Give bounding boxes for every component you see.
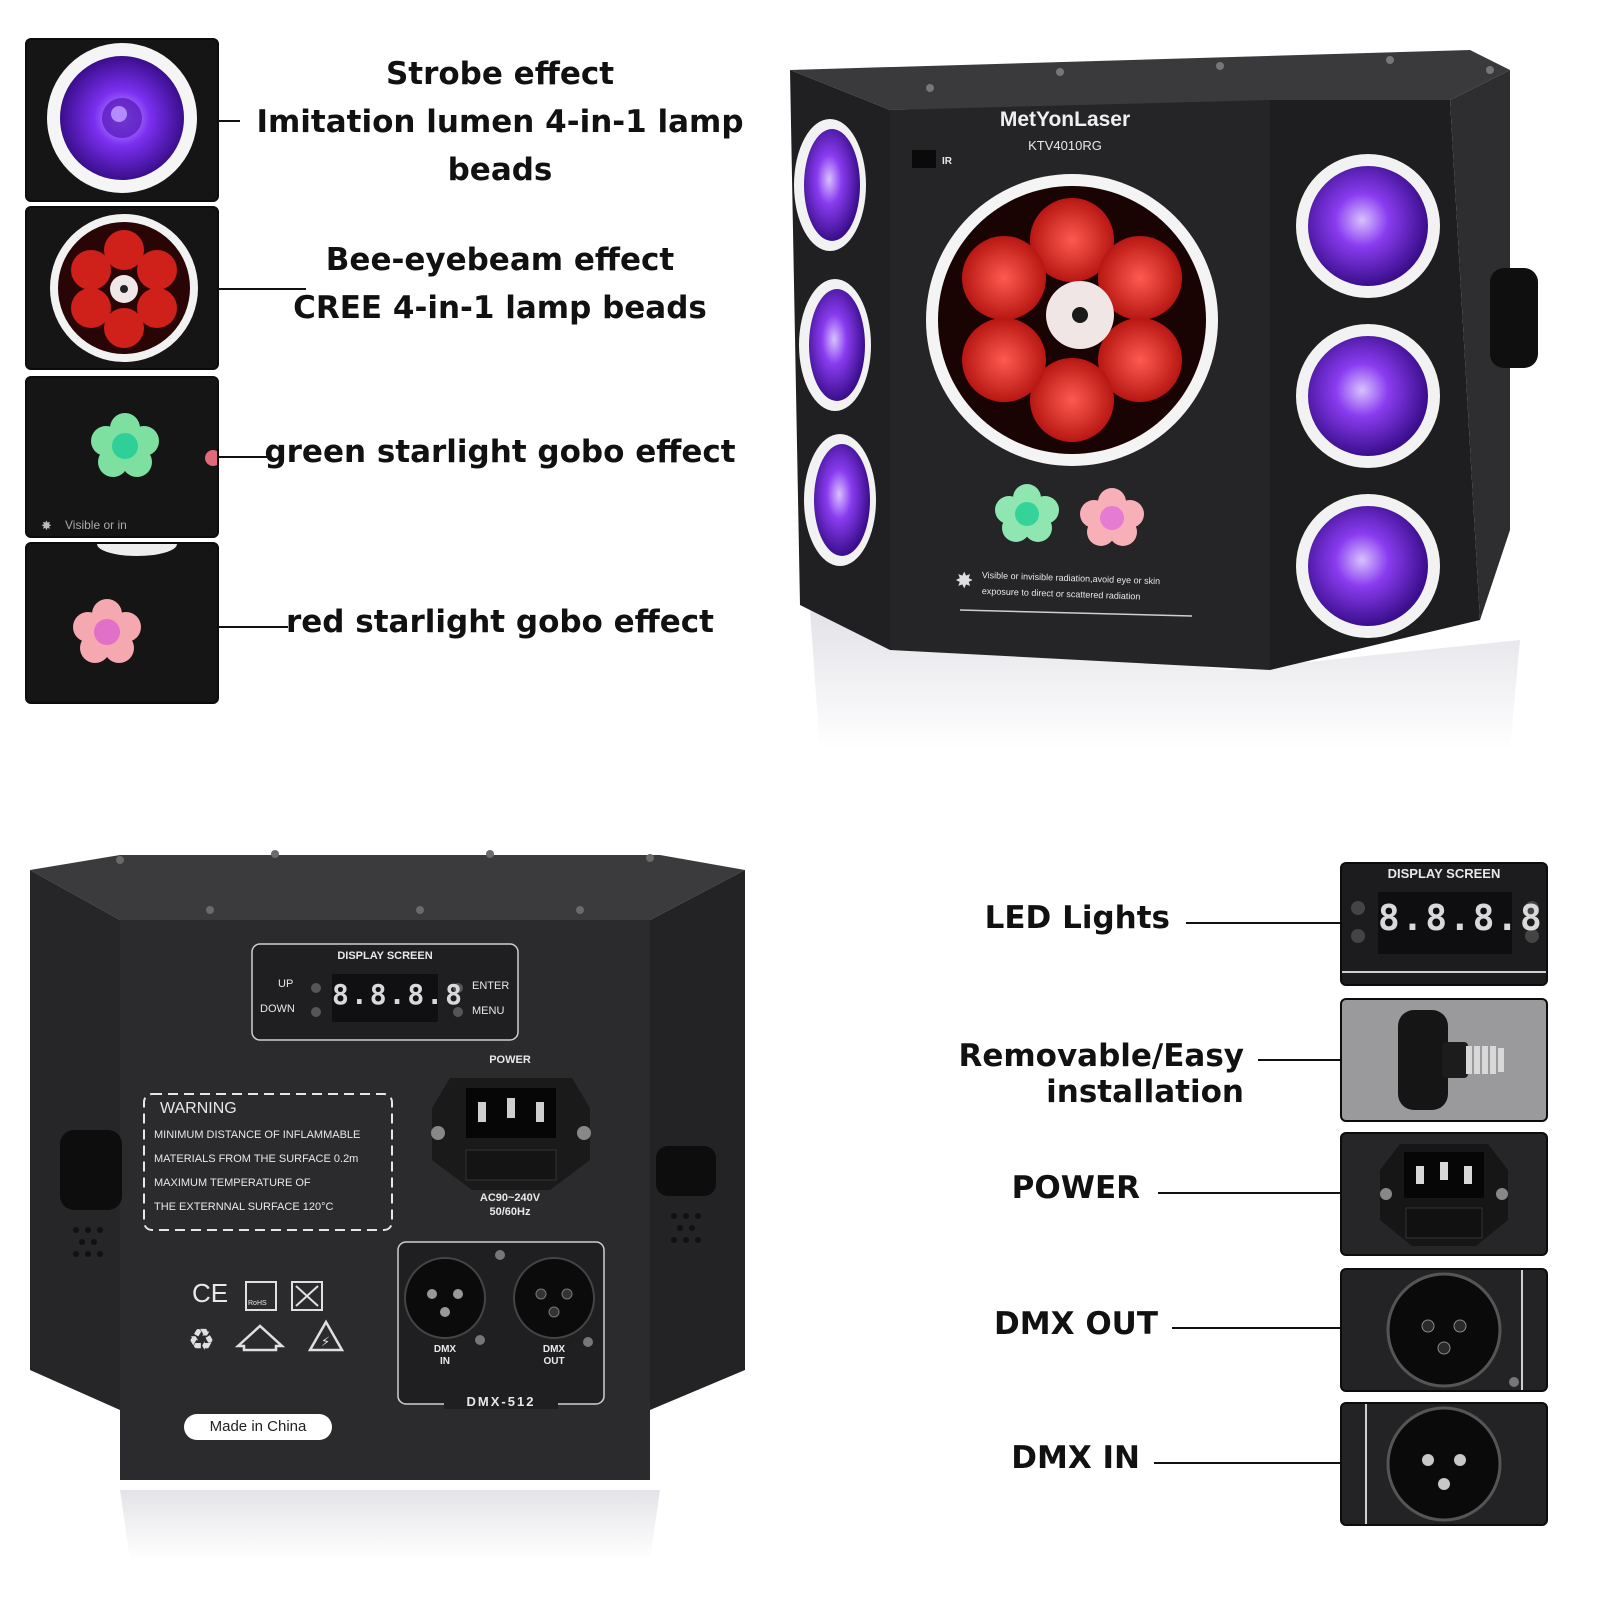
btn-enter-label: ENTER: [472, 980, 510, 992]
dmx-in-label-1: DMX: [433, 1344, 457, 1355]
front-unit-housing: ✸: [790, 50, 1538, 750]
rohs-mark: RoHS: [248, 1300, 267, 1307]
warning-line: MATERIALS FROM THE SURFACE 0.2m: [154, 1153, 359, 1165]
power-frequency: 50/60Hz: [489, 1206, 531, 1218]
feature-thumb-knob: [1340, 998, 1548, 1122]
svg-text:✸: ✸: [41, 518, 52, 533]
dmx-in-label-2: IN: [440, 1356, 450, 1367]
front-model: KTV4010RG: [1028, 138, 1102, 153]
feature-display-title: DISPLAY SCREEN: [1387, 866, 1501, 881]
btn-up-label: UP: [278, 978, 294, 990]
back-unit-housing: ♻ ⚡: [30, 850, 745, 1560]
connector-line: [218, 626, 288, 628]
back-display-title: DISPLAY SCREEN: [337, 950, 433, 962]
red-gobo-image: [73, 544, 177, 663]
feature-thumb-dmx-out: [1340, 1268, 1548, 1392]
effect-title: green starlight gobo effect: [264, 434, 736, 470]
dmx-in-connector-image: [1365, 1404, 1502, 1524]
origin-tag: Made in China: [209, 1418, 307, 1435]
warning-title: WARNING: [160, 1100, 237, 1117]
feature-label-dmx-in: DMX IN: [1011, 1440, 1140, 1476]
strobe-lamp-image: [47, 43, 197, 193]
feature-label-power: POWER: [1011, 1170, 1140, 1206]
feature-thumb-dmx-in: [1340, 1402, 1548, 1526]
effect-title: Strobe effect: [385, 56, 615, 92]
feature-label-dmx-out: DMX OUT: [994, 1306, 1158, 1342]
connector-line: [218, 120, 240, 122]
display-panel-drawing: [1342, 892, 1546, 973]
btn-down-label: DOWN: [260, 1003, 295, 1015]
thumb-strobe: [25, 38, 219, 202]
dmx-out-label-2: OUT: [543, 1356, 565, 1367]
back-unit-product-image: ♻ ⚡ DISPLAY SCREEN UP DOWN ENTER MENU 8.…: [20, 850, 760, 1570]
dmx-out-connector-image: [1386, 1270, 1523, 1390]
connector-line: [1154, 1462, 1340, 1464]
dmx-protocol: DMX-512: [444, 1394, 558, 1409]
front-ir-label: IR: [942, 156, 952, 167]
btn-menu-label: MENU: [472, 1005, 505, 1017]
back-display-digits: 8.8.8.8: [332, 978, 465, 1011]
effect-subtitle: CREE 4-in-1 lamp beads: [293, 290, 707, 326]
svg-text:✸: ✸: [955, 569, 973, 594]
feature-thumb-display: DISPLAY SCREEN 8.8.8.8: [1340, 862, 1548, 986]
bee-eye-lamp-image: [50, 214, 198, 362]
dmx-in-label: DMX IN: [415, 1344, 475, 1368]
feature-thumb-power: [1340, 1132, 1548, 1256]
dmx-out-label: DMX OUT: [524, 1344, 584, 1368]
thumb-warning-text: Visible or in: [65, 518, 127, 532]
thumb-red-gobo: [25, 542, 219, 704]
dmx-out-label-1: DMX: [542, 1344, 566, 1355]
thumb-green-gobo: ✸ Visible or in: [25, 376, 219, 538]
effect-subtitle: Imitation lumen 4-in-1 lamp beads: [256, 104, 744, 188]
feature-display-digits: 8.8.8.8: [1378, 898, 1544, 939]
effect-caption-bee-eye: Bee-eyebeam effect CREE 4-in-1 lamp bead…: [240, 236, 760, 332]
effect-title: Bee-eyebeam effect: [325, 242, 675, 278]
connector-line: [1158, 1192, 1340, 1194]
effect-caption-green-gobo: green starlight gobo effect: [240, 428, 760, 476]
svg-text:♻: ♻: [188, 1323, 215, 1358]
front-brand: MetYonLaser: [999, 108, 1131, 131]
feature-label-removable: Removable/Easy installation: [958, 1038, 1244, 1110]
warning-line: MAXIMUM TEMPERATURE OF: [154, 1177, 311, 1189]
effect-title: red starlight gobo effect: [285, 604, 715, 640]
power-socket-image: [1380, 1144, 1508, 1246]
knob-screw-image: [1398, 1010, 1504, 1110]
effect-caption-red-gobo: red starlight gobo effect: [240, 598, 760, 646]
connector-line: [1186, 922, 1340, 924]
thumb-bee-eye: [25, 206, 219, 370]
effect-caption-strobe: Strobe effect Imitation lumen 4-in-1 lam…: [240, 50, 760, 194]
connector-line: [1172, 1327, 1340, 1329]
power-title: POWER: [489, 1054, 531, 1066]
connector-line: [1258, 1059, 1340, 1061]
green-gobo-image: ✸: [41, 413, 217, 533]
front-unit-product-image: ✸ MetYonLaser KTV4010RG IR Visible or in…: [790, 30, 1580, 760]
connector-line: [218, 456, 268, 458]
warning-line: MINIMUM DISTANCE OF INFLAMMABLE: [154, 1129, 361, 1141]
power-voltage: AC90~240V: [479, 1192, 541, 1204]
svg-text:⚡: ⚡: [321, 1335, 330, 1350]
feature-label-led: LED Lights: [984, 900, 1170, 936]
connector-line: [218, 288, 306, 290]
ce-mark: CE: [192, 1278, 229, 1308]
warning-line: THE EXTERNNAL SURFACE 120°C: [154, 1201, 334, 1213]
